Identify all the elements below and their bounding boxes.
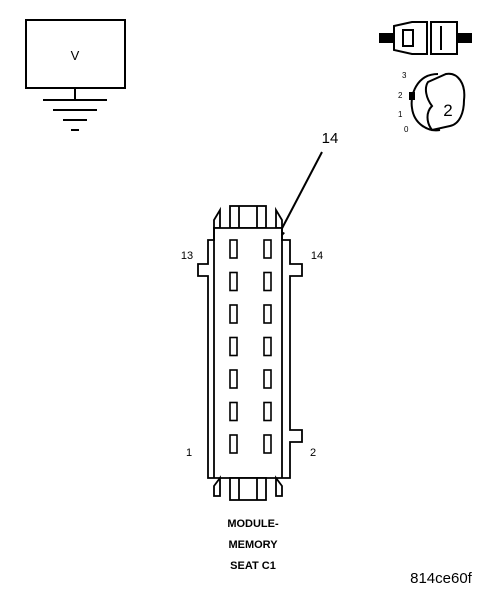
pin-label-13: 13 xyxy=(181,250,193,262)
pin-cavity-14 xyxy=(263,239,272,259)
pin-cavity-6 xyxy=(263,369,272,389)
pin-cavity-9 xyxy=(229,304,238,324)
pin-cavity-4 xyxy=(263,401,272,422)
voltmeter-symbol: V xyxy=(25,19,126,131)
pin-cavity-10 xyxy=(263,304,272,324)
voltmeter-label: V xyxy=(71,48,80,63)
key-position-icon: 3 2 1 0 2 xyxy=(398,71,466,134)
caption-line-3: SEAT C1 xyxy=(230,560,276,572)
pin-cavity-7 xyxy=(229,336,238,357)
svg-text:1: 1 xyxy=(398,110,403,119)
pin-cavity-11 xyxy=(229,271,238,292)
pin-cavity-12 xyxy=(263,271,272,292)
svg-text:2: 2 xyxy=(398,91,403,100)
caption-line-2: MEMORY xyxy=(228,539,278,551)
caption-line-1: MODULE- xyxy=(227,518,279,530)
svg-text:3: 3 xyxy=(402,71,407,80)
connector-pair-icon xyxy=(379,21,472,55)
connector-caption: MODULE- MEMORY SEAT C1 xyxy=(227,518,279,572)
pin-cavities xyxy=(229,239,272,454)
pin-cavity-3 xyxy=(229,401,238,422)
pin-cavity-5 xyxy=(229,369,238,389)
key-number: 2 xyxy=(443,101,452,120)
callout-label: 14 xyxy=(322,130,339,147)
pin-cavity-8 xyxy=(263,336,272,357)
pin-label-2: 2 xyxy=(310,447,316,459)
pin-cavity-2 xyxy=(263,434,272,454)
ground-icon xyxy=(43,99,107,131)
figure-id: 814ce60f xyxy=(410,570,473,587)
pin-cavity-1 xyxy=(229,434,238,454)
svg-text:0: 0 xyxy=(404,125,409,134)
pin-label-1: 1 xyxy=(186,447,192,459)
connector-body xyxy=(197,205,303,501)
pin-cavity-13 xyxy=(229,239,238,259)
pin-label-14: 14 xyxy=(311,250,323,262)
